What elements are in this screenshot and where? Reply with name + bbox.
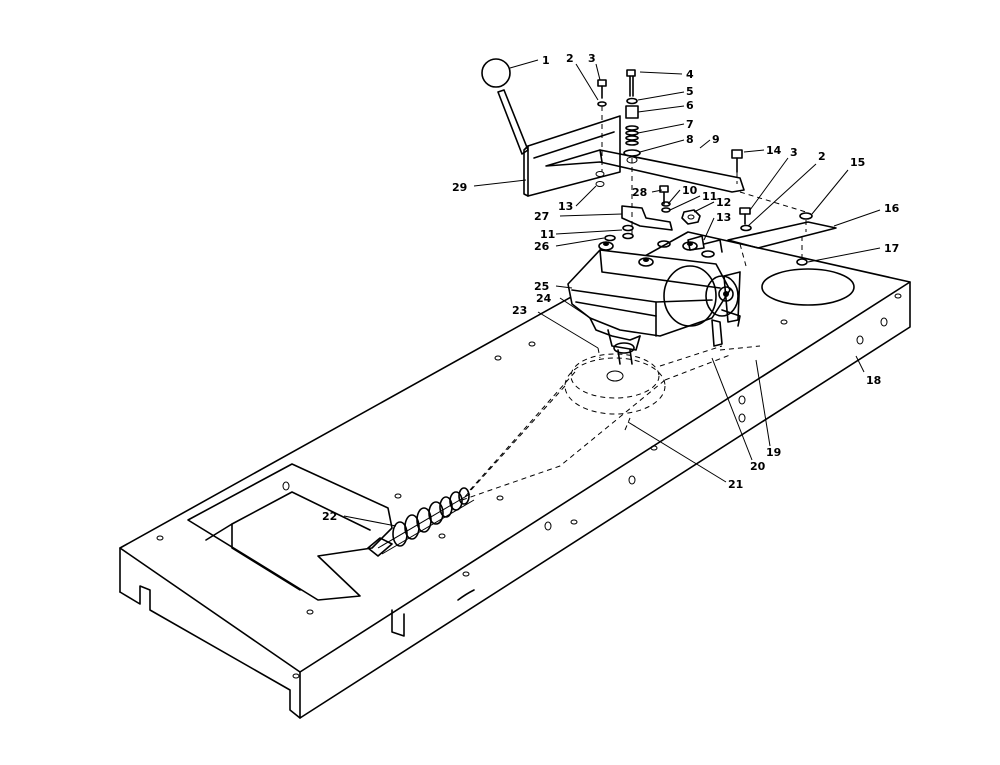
callout-1: 1: [542, 54, 550, 67]
callout-labels: 1 2 3 4 5 6 7 8 9 14 3 2 15 16 17 29 13 …: [322, 52, 900, 523]
callout-12: 12: [716, 196, 731, 209]
callout-13-left: 13: [558, 200, 573, 213]
callout-2: 2: [566, 52, 574, 65]
callout-4: 4: [686, 68, 694, 81]
callout-24: 24: [536, 292, 552, 305]
callout-2-right: 2: [818, 150, 826, 163]
callout-22: 22: [322, 510, 337, 523]
callout-8: 8: [686, 133, 694, 146]
callout-10: 10: [682, 184, 698, 197]
callout-21: 21: [728, 478, 743, 491]
callout-7: 7: [686, 118, 694, 131]
callout-11-top: 11: [702, 190, 717, 203]
callout-20: 20: [750, 460, 766, 473]
callout-19: 19: [766, 446, 781, 459]
callout-16: 16: [884, 202, 900, 215]
callout-3: 3: [588, 52, 596, 65]
callout-14: 14: [766, 144, 782, 157]
callout-26: 26: [534, 240, 550, 253]
pulley: [564, 353, 666, 415]
callout-6: 6: [686, 99, 694, 112]
callout-11-left: 11: [540, 228, 555, 241]
callout-17: 17: [884, 242, 899, 255]
right-plate-group: [719, 191, 837, 351]
shift-lever: [481, 58, 621, 197]
chain: [461, 345, 731, 501]
bolt-stack: [623, 69, 641, 236]
spring-assembly: [367, 487, 475, 557]
callout-25: 25: [534, 280, 549, 293]
callout-13-right: 13: [716, 211, 731, 224]
linkage-parts: [604, 185, 723, 253]
chassis-frame: [119, 231, 911, 719]
callout-23: 23: [512, 304, 527, 317]
callout-27: 27: [534, 210, 549, 223]
callout-15: 15: [850, 156, 865, 169]
callout-29: 29: [452, 181, 467, 194]
callout-9: 9: [712, 133, 720, 146]
callout-28: 28: [632, 186, 647, 199]
leader-lines: [343, 59, 881, 527]
callout-5: 5: [686, 85, 694, 98]
callout-18: 18: [866, 374, 881, 387]
bolt-14: [731, 149, 743, 184]
callout-3-right: 3: [790, 146, 798, 159]
bolt-small-left: [597, 79, 607, 172]
